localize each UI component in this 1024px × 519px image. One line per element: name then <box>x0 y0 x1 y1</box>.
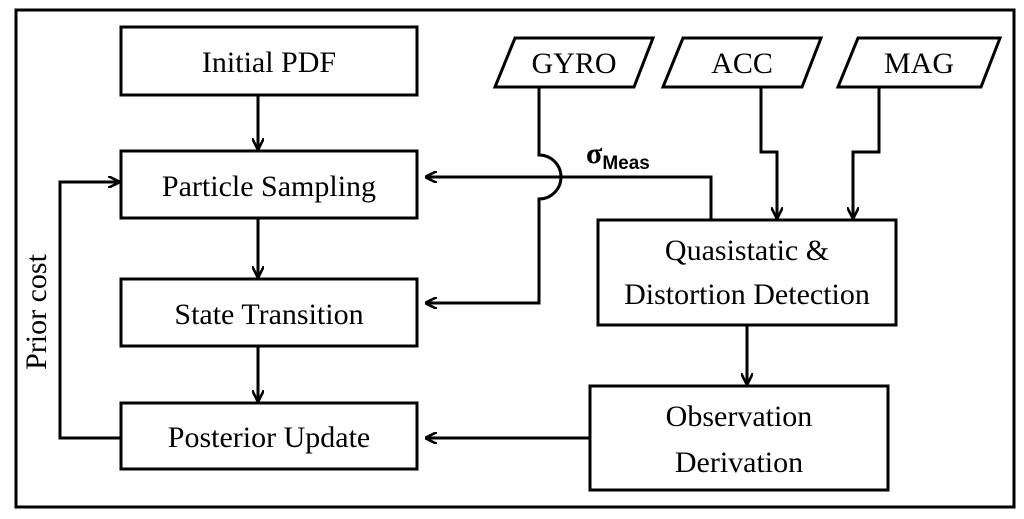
arrow-mag-to-quasistatic <box>853 87 881 218</box>
particle-sampling-box: Particle Sampling <box>119 149 419 220</box>
arrow-gyro-to-transition <box>426 87 563 303</box>
acc-label: ACC <box>711 47 773 80</box>
particle-sampling-label: Particle Sampling <box>162 170 376 203</box>
mag-input: MAG <box>835 36 1003 89</box>
sigma-symbol: σ <box>586 137 603 170</box>
prior-cost-label: Prior cost <box>20 253 53 369</box>
posterior-update-label: Posterior Update <box>168 421 370 454</box>
state-transition-label: State Transition <box>174 298 363 331</box>
sigma-subscript: Meas <box>602 153 650 174</box>
observation-label-line2: Derivation <box>675 446 803 479</box>
posterior-update-box: Posterior Update <box>119 401 419 471</box>
gyro-input: GYRO <box>492 36 656 89</box>
sigma-meas-label: σMeas <box>586 137 650 174</box>
quasistatic-label-line2: Distortion Detection <box>624 278 870 311</box>
quasistatic-label-line1: Quasistatic & <box>665 234 829 267</box>
state-transition-box: State Transition <box>119 277 419 348</box>
observation-label-line1: Observation <box>666 400 813 433</box>
acc-input: ACC <box>660 36 824 89</box>
mag-label: MAG <box>884 47 954 80</box>
gyro-label: GYRO <box>531 47 616 80</box>
diagram-frame <box>14 8 1016 509</box>
observation-derivation-box: Observation Derivation <box>588 384 890 492</box>
initial-pdf-label: Initial PDF <box>202 46 336 79</box>
initial-pdf-box: Initial PDF <box>119 25 419 97</box>
arrow-acc-to-quasistatic <box>759 87 777 218</box>
quasistatic-detection-box: Quasistatic & Distortion Detection <box>596 218 898 327</box>
arrow-sigma-meas-to-sampling <box>426 177 713 220</box>
arrow-prior-cost-loop <box>58 182 121 440</box>
